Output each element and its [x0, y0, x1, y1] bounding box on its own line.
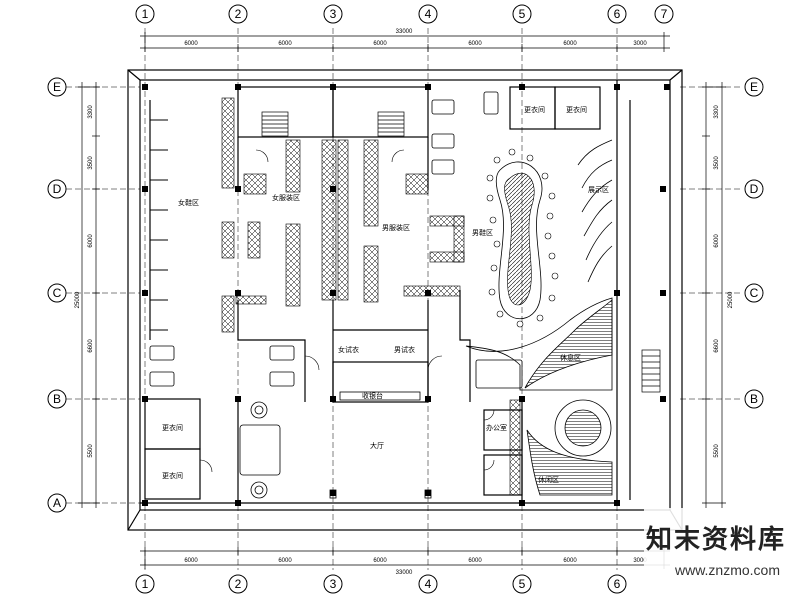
round-rest-area [526, 399, 613, 496]
dim-top-2: 6000 [278, 41, 292, 47]
watermark-brand: 知末资料库 [645, 525, 786, 555]
label-rest-area: 休息区 [560, 353, 581, 362]
label-hall: 大厅 [370, 441, 384, 450]
cashier-desk [329, 391, 432, 499]
dim-left-4: 6600 [88, 339, 94, 353]
row-label-E-right: E [750, 80, 758, 94]
dim-right-1: 3300 [714, 105, 720, 119]
col-label-1-top: 1 [142, 7, 149, 21]
grid-axes [66, 28, 740, 570]
dim-bottom-total: 33000 [396, 570, 413, 576]
plants [250, 401, 268, 499]
col-label-1-bottom: 1 [142, 577, 149, 591]
dimension-right [702, 82, 726, 508]
central-display [495, 161, 543, 319]
label-display-right: 展示区 [588, 186, 609, 194]
sofas [149, 91, 523, 476]
stairs [261, 111, 661, 393]
col-label-3-top: 3 [330, 7, 337, 21]
display-chairs [486, 148, 559, 328]
room-labels: 女鞋区 女服装区 男服装区 男鞋区 女试衣 男试衣 收银台 大厅 更衣间 更衣间… [162, 105, 609, 484]
dim-left-3: 6000 [88, 234, 94, 248]
label-dressing-top-right-b: 更衣间 [566, 105, 587, 114]
dim-top-5: 6000 [563, 41, 577, 47]
label-dressing-left-top: 更衣间 [162, 423, 183, 432]
curved-fins [577, 139, 613, 283]
dim-top-total: 33000 [396, 29, 413, 35]
watermark-url: www.znzmo.com [674, 562, 780, 578]
wave-platform [465, 297, 613, 391]
shoe-wall-shelves [150, 119, 168, 331]
dim-right-total: 25000 [728, 291, 734, 308]
row-label-D-right: D [750, 182, 759, 196]
col-label-5-bottom: 5 [519, 577, 526, 591]
dim-bottom-6: 3000 [633, 558, 647, 564]
dim-left-2: 3500 [88, 156, 94, 170]
dim-bottom-3: 6000 [373, 558, 387, 564]
dim-top-6: 3000 [633, 41, 647, 47]
col-label-2-top: 2 [235, 7, 242, 21]
dim-left-total: 25000 [75, 291, 81, 308]
dim-left-1: 3300 [88, 105, 94, 119]
label-dressing-left-bottom: 更衣间 [162, 471, 183, 480]
col-label-6-top: 6 [614, 7, 621, 21]
row-label-C-left: C [53, 286, 62, 300]
row-label-C-right: C [750, 286, 759, 300]
label-dressing-top-right-a: 更衣间 [524, 105, 545, 114]
label-lounge: 休闲区 [538, 475, 559, 484]
col-label-4-top: 4 [425, 7, 432, 21]
dim-top-1: 6000 [184, 41, 198, 47]
label-office-right: 办公室 [486, 423, 507, 432]
label-womens-shoes: 女鞋区 [178, 198, 199, 207]
doors [199, 149, 495, 473]
dimension-top [140, 32, 670, 52]
dim-right-4: 6600 [714, 339, 720, 353]
axis-bubbles [47, 4, 764, 594]
label-mens-clothing: 男服装区 [382, 223, 410, 232]
col-label-2-bottom: 2 [235, 577, 242, 591]
label-womens-clothing: 女服装区 [272, 193, 300, 202]
dimension-left [78, 82, 100, 508]
axis-labels: 1 2 3 4 5 6 7 1 2 3 4 5 6 E D C B A E D … [53, 7, 759, 591]
dimension-bottom [140, 547, 670, 569]
watermark-box [644, 508, 794, 594]
row-label-E-left: E [53, 80, 61, 94]
dimension-texts-vertical: 3300 3500 6000 6600 5500 25000 3300 3500… [75, 105, 734, 458]
dimension-texts: 33000 6000 6000 6000 6000 6000 3000 6000… [184, 29, 647, 576]
col-label-7-top: 7 [661, 7, 668, 21]
dim-bottom-1: 6000 [184, 558, 198, 564]
dim-right-2: 3500 [714, 156, 720, 170]
col-label-5-top: 5 [519, 7, 526, 21]
dim-top-4: 6000 [468, 41, 482, 47]
col-label-3-bottom: 3 [330, 577, 337, 591]
col-label-6-bottom: 6 [614, 577, 621, 591]
interior-walls [144, 86, 631, 503]
dim-right-5: 5500 [714, 444, 720, 458]
dim-right-3: 6000 [714, 234, 720, 248]
dim-top-3: 6000 [373, 41, 387, 47]
row-label-B-right: B [750, 392, 758, 406]
label-mens-shoes: 男鞋区 [472, 228, 493, 237]
col-label-4-bottom: 4 [425, 577, 432, 591]
label-womens-fitting: 女试衣 [338, 345, 359, 354]
row-label-D-left: D [53, 182, 62, 196]
row-label-A-left: A [53, 496, 61, 510]
dim-left-5: 5500 [88, 444, 94, 458]
label-cashier: 收银台 [362, 391, 383, 400]
dim-bottom-2: 6000 [278, 558, 292, 564]
dim-bottom-4: 6000 [468, 558, 482, 564]
dim-bottom-5: 6000 [563, 558, 577, 564]
clothing-racks [221, 97, 521, 496]
row-label-B-left: B [53, 392, 61, 406]
label-mens-fitting: 男试衣 [394, 345, 415, 354]
